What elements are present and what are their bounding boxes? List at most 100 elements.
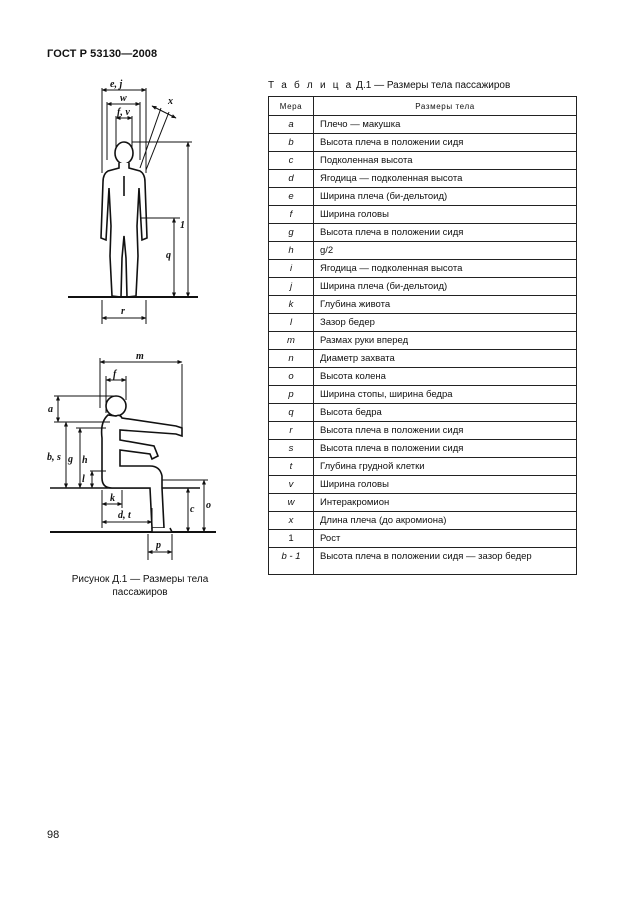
row-description: Подколенная высота bbox=[313, 151, 577, 170]
row-code: c bbox=[268, 151, 314, 170]
page-number: 98 bbox=[47, 829, 60, 841]
row-code: r bbox=[268, 421, 314, 440]
row-description: Высота колена bbox=[313, 367, 577, 386]
label-ej: e, j bbox=[110, 79, 122, 90]
row-description: Высота плеча в положении сидя bbox=[313, 439, 577, 458]
row-code: a bbox=[268, 115, 314, 134]
row-code: v bbox=[268, 475, 314, 494]
label-o: o bbox=[206, 500, 211, 511]
row-description: Ширина стопы, ширина бедра bbox=[313, 385, 577, 404]
row-code: t bbox=[268, 457, 314, 476]
row-code: d bbox=[268, 169, 314, 188]
table-caption: Т а б л и ц а Д.1 — Размеры тела пассажи… bbox=[268, 80, 510, 91]
row-description: Ширина плеча (би-дельтоид) bbox=[313, 277, 577, 296]
row-description: Глубина грудной клетки bbox=[313, 457, 577, 476]
row-description: g/2 bbox=[313, 241, 577, 260]
row-code: e bbox=[268, 187, 314, 206]
label-l: l bbox=[82, 474, 85, 485]
row-description: Высота плеча в положении сидя — зазор бе… bbox=[313, 547, 577, 575]
label-k: k bbox=[110, 493, 115, 504]
column-header-description: Размеры тела bbox=[313, 96, 577, 116]
row-description: Высота плеча в положении сидя bbox=[313, 133, 577, 152]
row-description: Ширина головы bbox=[313, 475, 577, 494]
label-q: q bbox=[166, 250, 171, 261]
body-dimension-drawings: e, j w f, v x 1 q r m f a b, s g h l k d… bbox=[47, 79, 216, 560]
label-x: x bbox=[167, 96, 173, 107]
label-bs: b, s bbox=[47, 452, 61, 463]
standing-figure bbox=[100, 141, 148, 298]
label-w: w bbox=[120, 93, 127, 104]
label-m: m bbox=[136, 351, 144, 362]
row-code: q bbox=[268, 403, 314, 422]
row-description: Высота бедра bbox=[313, 403, 577, 422]
label-c: c bbox=[190, 504, 195, 515]
row-code: j bbox=[268, 277, 314, 296]
label-r: r bbox=[121, 306, 125, 317]
row-code: h bbox=[268, 241, 314, 260]
row-code: x bbox=[268, 511, 314, 530]
row-code: s bbox=[268, 439, 314, 458]
row-code: m bbox=[268, 331, 314, 350]
label-h: h bbox=[82, 455, 88, 466]
row-description: Размах руки вперед bbox=[313, 331, 577, 350]
row-description: Ширина плеча (би-дельтоид) bbox=[313, 187, 577, 206]
column-header-code: Мера bbox=[268, 96, 314, 116]
row-code: w bbox=[268, 493, 314, 512]
figure-block: e, j w f, v x 1 q r m f a b, s g h l k d… bbox=[40, 78, 260, 578]
row-description: Интеракромион bbox=[313, 493, 577, 512]
row-code: p bbox=[268, 385, 314, 404]
row-code: g bbox=[268, 223, 314, 242]
row-code: o bbox=[268, 367, 314, 386]
row-description: Глубина живота bbox=[313, 295, 577, 314]
row-description: Высота плеча в положении сидя bbox=[313, 223, 577, 242]
seated-figure bbox=[100, 395, 183, 533]
row-description: Ширина головы bbox=[313, 205, 577, 224]
row-code: k bbox=[268, 295, 314, 314]
row-description: Рост bbox=[313, 529, 577, 548]
row-description: Зазор бедер bbox=[313, 313, 577, 332]
row-description: Диаметр захвата bbox=[313, 349, 577, 368]
row-code: i bbox=[268, 259, 314, 278]
row-description: Плечо — макушка bbox=[313, 115, 577, 134]
row-description: Ягодица — подколенная высота bbox=[313, 259, 577, 278]
row-code: b - 1 bbox=[268, 547, 314, 575]
document-header: ГОСТ Р 53130—2008 bbox=[47, 48, 158, 60]
label-fv: f, v bbox=[117, 107, 130, 118]
label-a: a bbox=[48, 404, 53, 415]
table-caption-prefix: Т а б л и ц а bbox=[268, 80, 354, 91]
row-description: Длина плеча (до акромиона) bbox=[313, 511, 577, 530]
label-one: 1 bbox=[180, 220, 185, 231]
row-code: n bbox=[268, 349, 314, 368]
row-code: l bbox=[268, 313, 314, 332]
figure-caption: Рисунок Д.1 — Размеры тела пассажиров bbox=[71, 574, 209, 598]
row-description: Ягодица — подколенная высота bbox=[313, 169, 577, 188]
label-p: p bbox=[155, 540, 161, 551]
row-code: f bbox=[268, 205, 314, 224]
table-caption-text: Д.1 — Размеры тела пассажиров bbox=[356, 80, 511, 91]
label-f: f bbox=[113, 369, 118, 380]
